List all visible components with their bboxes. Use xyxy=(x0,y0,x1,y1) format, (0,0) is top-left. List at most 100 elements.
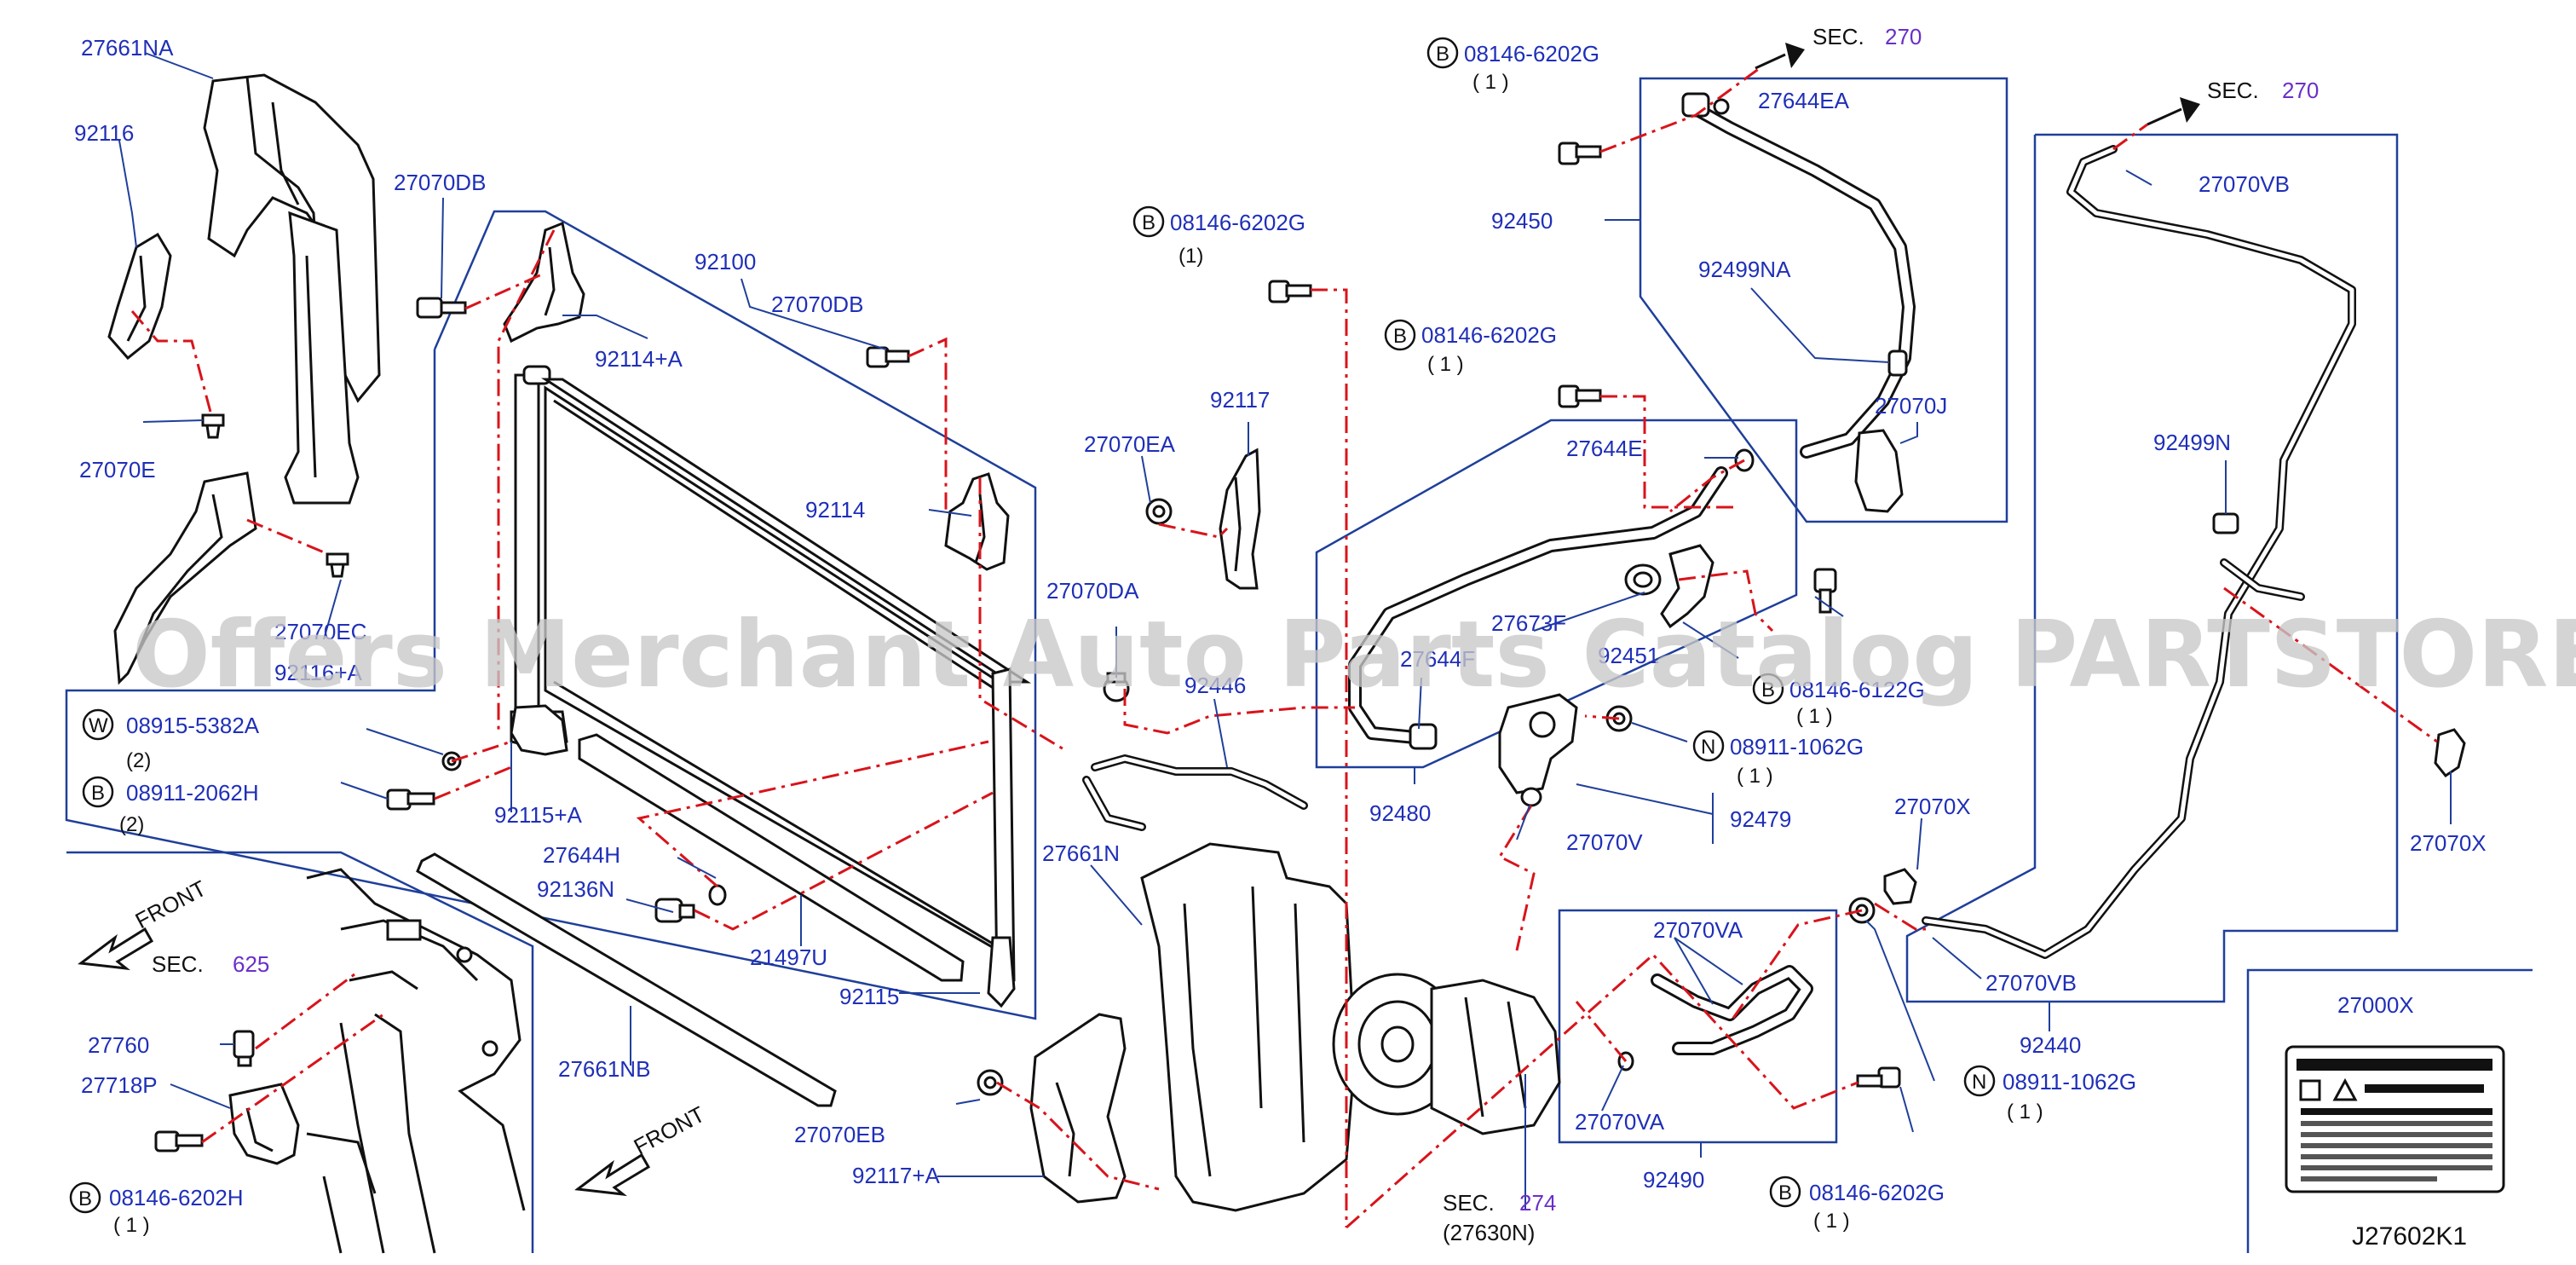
label-27661NA: 27661NA xyxy=(81,35,174,61)
seal-21497U xyxy=(578,733,965,982)
sec-label-top: SEC. xyxy=(1812,24,1864,49)
air-guide-upper-left xyxy=(203,73,381,505)
label-92440: 92440 xyxy=(2020,1032,2081,1058)
o-ring-27070V xyxy=(1520,787,1542,807)
label-92499NA: 92499NA xyxy=(1698,257,1791,282)
qty-08146-6202G-mid: (1) xyxy=(1179,245,1203,268)
group-box-lower-left xyxy=(66,851,534,1253)
label-21497U: 21497U xyxy=(750,944,827,970)
label-27070VA-top: 27070VA xyxy=(1653,917,1743,943)
insulator-92499N xyxy=(2212,512,2239,534)
symbol-b-6122G: B xyxy=(1761,679,1775,702)
label-27070DB-middle: 27070DB xyxy=(771,292,863,317)
sec-270-arrow-right xyxy=(2147,97,2200,126)
clip-27070X-left xyxy=(1883,868,1917,905)
pipe-92440 xyxy=(1922,145,2356,959)
qty-08146-6202G-top: ( 1 ) xyxy=(1472,71,1509,94)
clip-27070EA xyxy=(1145,498,1173,525)
fitting-92479 xyxy=(1498,693,1578,794)
label-92116: 92116 xyxy=(74,120,134,146)
label-92114: 92114 xyxy=(805,497,865,523)
symbol-b-top: B xyxy=(1436,43,1449,66)
symbol-n-lower: N xyxy=(1972,1071,1986,1094)
bolt-08146-6202G-mid xyxy=(1268,280,1312,303)
symbol-n-upper: N xyxy=(1701,736,1715,759)
label-27070EB: 27070EB xyxy=(794,1122,885,1147)
label-92479: 92479 xyxy=(1730,806,1791,832)
bolt-08146-6202G-mid2 xyxy=(1558,384,1602,408)
bracket-92115 xyxy=(987,936,1016,1008)
label-27760: 27760 xyxy=(88,1032,149,1058)
label-08911-2062H: 08911-2062H xyxy=(126,780,259,806)
quantity-notes: ( 1 ) (1) ( 1 ) ( 1 ) ( 1 ) (2) (2) ( 1 … xyxy=(113,71,2043,1237)
qty-08146-6122G: ( 1 ) xyxy=(1796,705,1833,728)
sec-label-625: SEC. xyxy=(152,951,204,977)
clip-27070J xyxy=(1854,429,1904,513)
qty-08915-5382A: (2) xyxy=(126,749,151,772)
label-27661NB: 27661NB xyxy=(558,1056,650,1082)
bracket-92114 xyxy=(944,472,1010,571)
label-27000X: 27000X xyxy=(2337,992,2414,1018)
bolt-27070DB-left xyxy=(416,297,467,319)
watermark: Offers Merchant Auto Parts Catalog PARTS… xyxy=(132,602,2576,708)
front-arrow-upper xyxy=(78,927,154,971)
label-08146-6202G-mid2: 08146-6202G xyxy=(1421,322,1557,348)
sec-274-part: (27630N) xyxy=(1443,1220,1535,1245)
group-box-condenser xyxy=(65,210,1037,1020)
label-27644H: 27644H xyxy=(543,842,620,868)
sec-label-right: SEC. xyxy=(2207,78,2259,103)
sec-274: 274 xyxy=(1519,1190,1556,1216)
label-92499N: 92499N xyxy=(2153,430,2231,455)
sec-625: 625 xyxy=(233,951,269,977)
label-27070DB-left: 27070DB xyxy=(394,170,486,195)
label-27644EA: 27644EA xyxy=(1758,88,1850,113)
group-box-hose-92450 xyxy=(1639,77,2008,523)
label-92446: 92446 xyxy=(1184,673,1246,698)
bracket-92451 xyxy=(1660,544,1714,629)
label-27070VB-bottom: 27070VB xyxy=(1985,970,2077,996)
label-27070VA-bottom: 27070VA xyxy=(1575,1109,1665,1135)
qty-08911-1062G-lower: ( 1 ) xyxy=(2007,1100,2043,1123)
seal-strip-27661NB xyxy=(416,852,837,1107)
label-27070V: 27070V xyxy=(1566,829,1643,855)
leader-lines xyxy=(118,52,2452,1210)
assembly-lines xyxy=(130,66,2438,1229)
qty-08911-2062H: (2) xyxy=(119,813,144,836)
label-92117: 92117 xyxy=(1210,387,1270,413)
label-27070E: 27070E xyxy=(79,457,156,482)
label-92114A: 92114+A xyxy=(595,346,683,372)
label-27661N: 27661N xyxy=(1042,840,1120,866)
symbol-b-bottom: B xyxy=(1778,1181,1792,1204)
label-27673F: 27673F xyxy=(1491,610,1566,636)
sec-label-274: SEC. xyxy=(1443,1190,1495,1216)
qty-08146-6202G-mid2: ( 1 ) xyxy=(1427,353,1464,376)
label-92115A: 92115+A xyxy=(494,802,583,828)
front-arrow-lower xyxy=(574,1152,651,1197)
pipe-92446 xyxy=(1082,754,1308,831)
bracket-92116A xyxy=(113,471,257,685)
label-92451: 92451 xyxy=(1598,643,1659,668)
label-92115: 92115 xyxy=(839,984,899,1009)
fitting-27673F xyxy=(1624,563,1662,596)
hose-92490 xyxy=(1651,965,1813,1055)
compressor xyxy=(1332,973,1561,1135)
sec-270-top: 270 xyxy=(1885,24,1922,49)
group-box-label-27000X xyxy=(2246,968,2533,1253)
group-box-pipe-92440 xyxy=(1905,133,2399,1003)
diagram-code: J27602K1 xyxy=(2352,1222,2467,1251)
symbol-b-6202H: B xyxy=(78,1187,92,1210)
front-label-upper: FRONT xyxy=(131,875,210,934)
front-label-lower: FRONT xyxy=(630,1101,709,1160)
circled-symbols: B B B B N W B B N B xyxy=(69,37,1996,1214)
label-27070EA: 27070EA xyxy=(1084,431,1176,457)
qty-08911-1062G-upper: ( 1 ) xyxy=(1737,765,1773,788)
bracket-27718P xyxy=(228,1083,300,1165)
label-27718P: 27718P xyxy=(81,1072,158,1098)
part-labels: 27661NA 92116 27070DB 92100 27070DB 9211… xyxy=(74,35,2487,1210)
bracket-92116 xyxy=(107,232,172,361)
label-92450: 92450 xyxy=(1491,208,1553,234)
bracket-92114A xyxy=(503,221,585,344)
symbol-w: W xyxy=(89,714,108,737)
label-08911-1062G-upper: 08911-1062G xyxy=(1730,734,1864,760)
